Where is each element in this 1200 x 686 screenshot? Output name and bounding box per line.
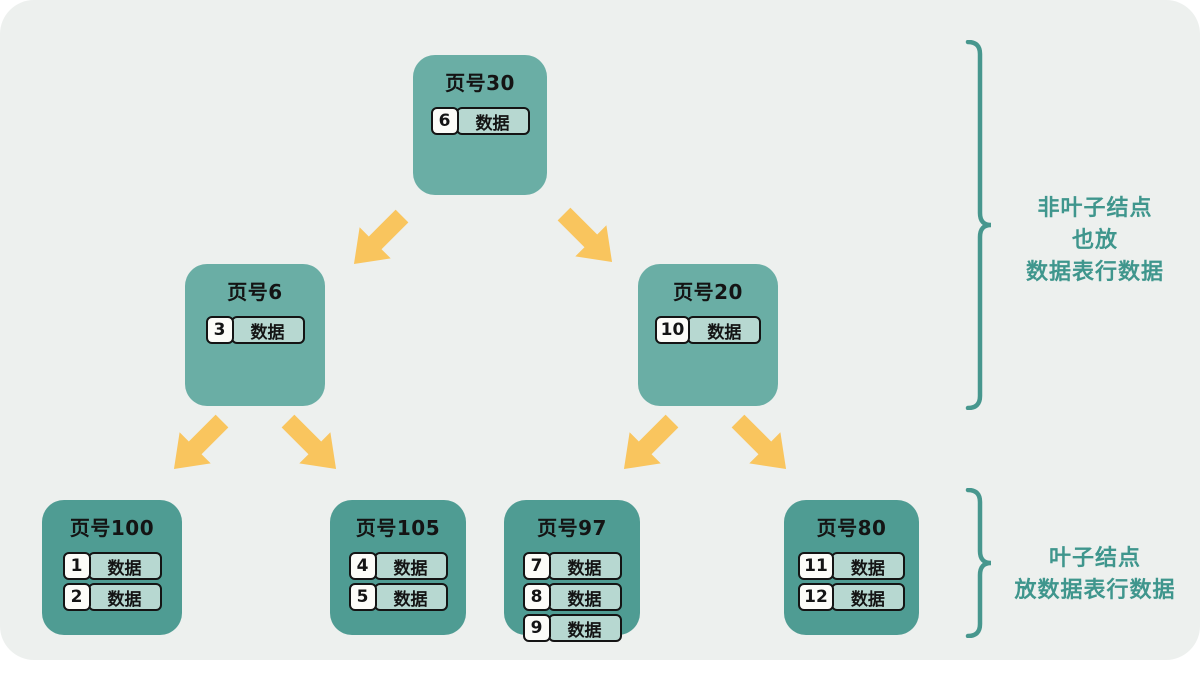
node-title: 页号105 — [355, 516, 441, 540]
record-value: 数据 — [230, 316, 305, 344]
annotation-line: 放数据表行数据 — [1014, 577, 1176, 603]
node-title: 页号100 — [69, 516, 155, 540]
node-page-30: 页号30 6 数据 — [413, 55, 547, 195]
record-value: 数据 — [455, 107, 530, 135]
record-key: 5 — [348, 583, 377, 611]
record-row: 6 数据 — [430, 107, 530, 135]
record-key: 1 — [62, 552, 91, 580]
record-row: 7 数据 — [522, 552, 622, 580]
record-value: 数据 — [87, 583, 162, 611]
record-row: 5 数据 — [348, 583, 448, 611]
arrow-20-to-80-icon — [722, 405, 801, 484]
record-key: 7 — [522, 552, 551, 580]
record-row: 10 数据 — [654, 316, 762, 344]
arrow-6-to-105-icon — [272, 405, 351, 484]
annotation-line: 叶子结点 — [1048, 546, 1141, 571]
record-value: 数据 — [547, 614, 622, 642]
annotation-line: 非叶子结点 — [1037, 196, 1153, 221]
record-key: 9 — [522, 614, 551, 642]
annotation-non-leaf: 非叶子结点 也放 数据表行数据 — [995, 193, 1195, 289]
record-row: 3 数据 — [205, 316, 305, 344]
record-row: 12 数据 — [798, 583, 905, 611]
arrow-20-to-97-icon — [608, 405, 687, 484]
annotation-line: 也放 — [1071, 227, 1118, 253]
record-value: 数据 — [547, 583, 622, 611]
record-key: 12 — [798, 583, 834, 611]
record-key: 8 — [522, 583, 551, 611]
record-key: 11 — [798, 552, 834, 580]
record-key: 3 — [205, 316, 234, 344]
node-page-105: 页号105 4 数据 5 数据 — [330, 500, 466, 635]
arrow-30-to-20-icon — [548, 198, 627, 277]
record-key: 6 — [430, 107, 459, 135]
record-value: 数据 — [87, 552, 162, 580]
record-value: 数据 — [547, 552, 622, 580]
annotation-line: 数据表行数据 — [1025, 259, 1164, 285]
arrow-30-to-6-icon — [338, 200, 417, 279]
record-row: 4 数据 — [348, 552, 448, 580]
record-value: 数据 — [373, 583, 448, 611]
diagram-background: 页号30 6 数据 页号6 3 数据 页号20 10 数据 页号100 1 数据… — [0, 0, 1200, 660]
record-row: 8 数据 — [522, 583, 622, 611]
node-page-6: 页号6 3 数据 — [185, 264, 325, 406]
record-row: 11 数据 — [798, 552, 905, 580]
record-value: 数据 — [830, 583, 905, 611]
node-page-97: 页号97 7 数据 8 数据 9 数据 — [504, 500, 640, 642]
record-key: 10 — [654, 316, 691, 344]
annotation-leaf: 叶子结点 放数据表行数据 — [995, 543, 1195, 607]
record-row: 2 数据 — [62, 583, 162, 611]
node-title: 页号20 — [673, 280, 743, 304]
node-page-100: 页号100 1 数据 2 数据 — [42, 500, 182, 635]
node-title: 页号97 — [537, 516, 607, 540]
record-value: 数据 — [373, 552, 448, 580]
arrow-6-to-100-icon — [158, 405, 237, 484]
record-row: 9 数据 — [522, 614, 622, 642]
record-value: 数据 — [830, 552, 905, 580]
node-page-20: 页号20 10 数据 — [638, 264, 778, 406]
record-row: 1 数据 — [62, 552, 162, 580]
node-page-80: 页号80 11 数据 12 数据 — [784, 500, 919, 635]
node-title: 页号6 — [227, 280, 283, 304]
node-title: 页号30 — [445, 71, 515, 95]
node-title: 页号80 — [816, 516, 887, 540]
record-key: 2 — [62, 583, 91, 611]
record-key: 4 — [348, 552, 377, 580]
brace-non-leaf-icon — [964, 39, 994, 414]
record-value: 数据 — [687, 316, 762, 344]
brace-leaf-icon — [964, 487, 994, 642]
